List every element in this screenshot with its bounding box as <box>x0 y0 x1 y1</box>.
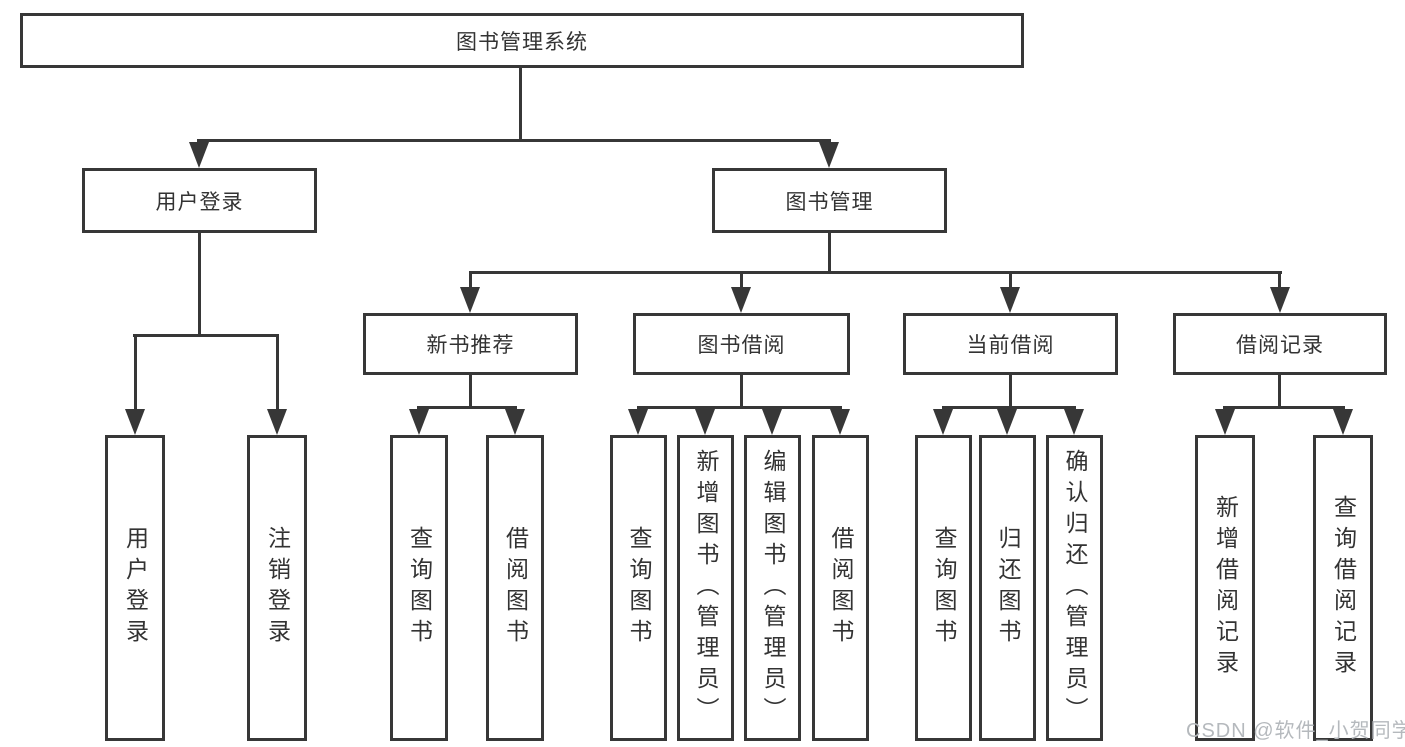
connector-line <box>1278 375 1281 409</box>
node-label: 用户登录 <box>155 190 244 214</box>
connector-line <box>469 375 472 409</box>
arrow-down-icon <box>997 409 1017 435</box>
arrow-down-icon <box>409 409 429 435</box>
connector-line <box>942 406 1076 409</box>
connector-line <box>740 271 743 291</box>
node-label: 新书推荐 <box>426 334 515 357</box>
node-label: 借阅记录 <box>1236 334 1324 357</box>
node-label: 图书管理 <box>785 190 874 214</box>
arrow-down-icon <box>1000 287 1020 313</box>
connector-line <box>198 233 201 336</box>
arrow-down-icon <box>1215 409 1235 435</box>
node-label: 图书管理系统 <box>456 30 588 54</box>
connector-line <box>740 375 743 409</box>
leaf-label: 查询图书 <box>931 526 957 650</box>
connector-line <box>417 406 517 409</box>
connector-line <box>828 233 831 273</box>
leaf-label: 用户登录 <box>122 526 149 650</box>
node-label: 当前借阅 <box>966 334 1055 357</box>
connector-line <box>1278 271 1281 291</box>
connector-line <box>637 406 842 409</box>
arrow-down-icon <box>830 409 850 435</box>
leaf-add-books-admin: 新增图书（管理员） <box>677 435 734 741</box>
connector-line <box>133 334 279 337</box>
connector-line <box>469 271 472 291</box>
leaf-label: 新增借阅记录 <box>1212 495 1239 681</box>
node-user-login: 用户登录 <box>82 168 317 233</box>
node-label: 图书借阅 <box>697 334 786 357</box>
node-current-borrowing: 当前借阅 <box>903 313 1118 375</box>
connector-line <box>1223 406 1345 409</box>
connector-line <box>1009 271 1012 291</box>
arrow-down-icon <box>1064 409 1084 435</box>
leaf-label: 查询图书 <box>626 526 652 650</box>
leaf-label: 借阅图书 <box>828 526 854 650</box>
leaf-label: 查询图书 <box>406 526 433 650</box>
arrow-down-icon <box>267 409 287 435</box>
leaf-label: 查询借阅记录 <box>1330 495 1357 681</box>
leaf-query-books-current: 查询图书 <box>915 435 972 741</box>
node-book-borrowing: 图书借阅 <box>633 313 850 375</box>
leaf-label: 注销登录 <box>264 526 291 650</box>
leaf-query-books-recommend: 查询图书 <box>390 435 448 741</box>
node-library-system: 图书管理系统 <box>20 13 1024 68</box>
arrow-down-icon <box>1270 287 1290 313</box>
leaf-query-books-borrowing: 查询图书 <box>610 435 667 741</box>
leaf-add-borrow-record: 新增借阅记录 <box>1195 435 1255 741</box>
leaf-query-borrow-record: 查询借阅记录 <box>1313 435 1373 741</box>
leaf-label: 新增图书（管理员） <box>693 448 719 728</box>
leaf-label: 编辑图书（管理员） <box>760 448 786 728</box>
arrow-down-icon <box>505 409 525 435</box>
leaf-borrow-books-recommend: 借阅图书 <box>486 435 544 741</box>
leaf-borrow-books: 借阅图书 <box>812 435 869 741</box>
arrow-down-icon <box>933 409 953 435</box>
arrow-down-icon <box>628 409 648 435</box>
arrow-down-icon <box>695 409 715 435</box>
connector-line <box>1009 375 1012 409</box>
leaf-confirm-return-admin: 确认归还（管理员） <box>1046 435 1103 741</box>
arrow-down-icon <box>762 409 782 435</box>
leaf-logout: 注销登录 <box>247 435 307 741</box>
connector-line <box>276 334 279 412</box>
node-borrowing-records: 借阅记录 <box>1173 313 1387 375</box>
leaf-return-books: 归还图书 <box>979 435 1036 741</box>
watermark: CSDN @软件_小贺同学 <box>1186 720 1405 742</box>
connector-line <box>134 334 137 412</box>
arrow-down-icon <box>819 142 839 168</box>
node-book-management: 图书管理 <box>712 168 947 233</box>
leaf-label: 归还图书 <box>995 526 1021 650</box>
arrow-down-icon <box>1333 409 1353 435</box>
connector-line <box>519 68 522 141</box>
arrow-down-icon <box>731 287 751 313</box>
connector-line <box>469 271 1282 274</box>
leaf-label: 借阅图书 <box>502 526 529 650</box>
arrow-down-icon <box>125 409 145 435</box>
leaf-edit-books-admin: 编辑图书（管理员） <box>744 435 801 741</box>
arrow-down-icon <box>460 287 480 313</box>
node-new-book-recommendation: 新书推荐 <box>363 313 578 375</box>
leaf-label: 确认归还（管理员） <box>1062 448 1088 728</box>
leaf-user-login: 用户登录 <box>105 435 165 741</box>
connector-line <box>197 139 831 142</box>
arrow-down-icon <box>189 142 209 168</box>
